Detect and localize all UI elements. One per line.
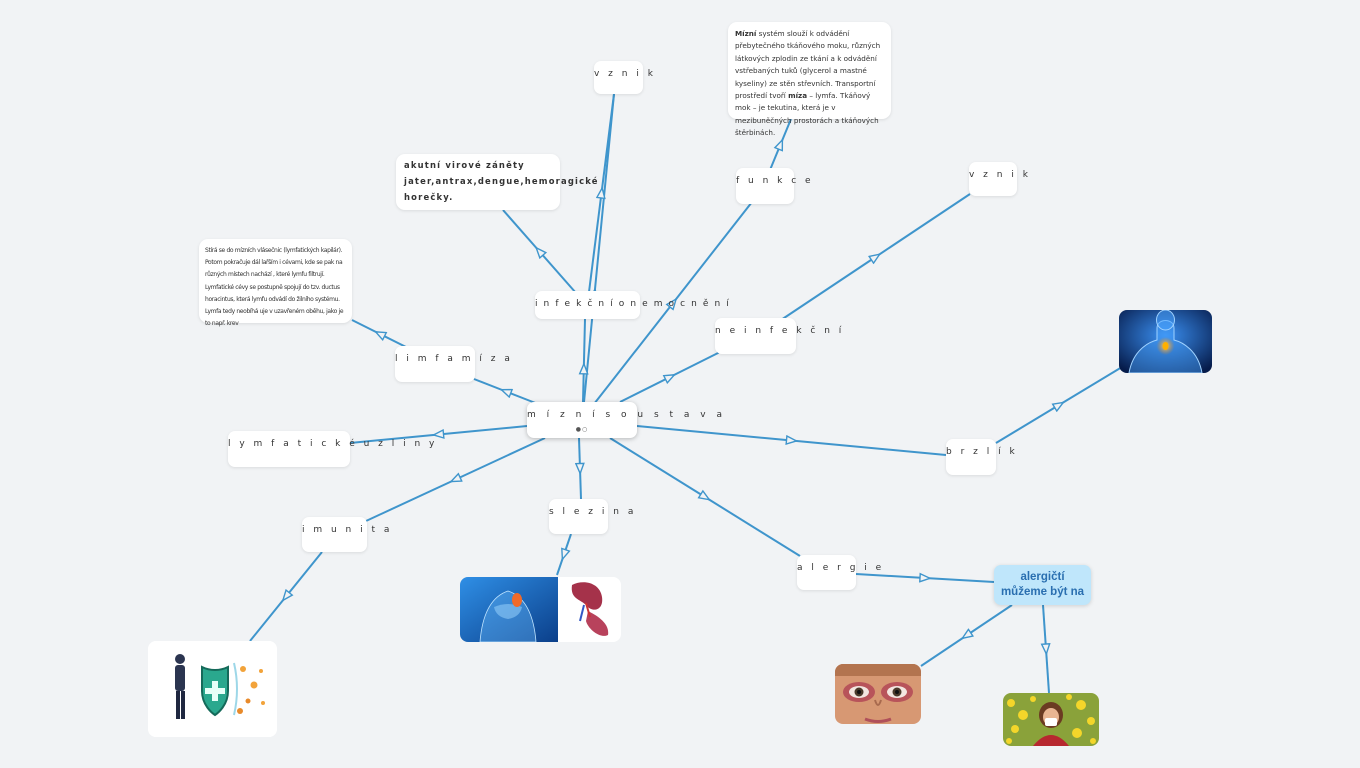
node-neinfekcni[interactable]: n e i n f e k č n í xyxy=(715,318,841,354)
man-with-shield-illustration[interactable] xyxy=(148,641,277,737)
edge-root-alergie xyxy=(609,437,801,557)
note-lymph-text-2: – lymfa. Tkáňový mok – je tekutina, kter… xyxy=(735,91,879,138)
edge-root-funkce xyxy=(593,201,753,405)
thymus-body-illustration[interactable] xyxy=(1119,310,1212,373)
note-acute-line-1: akutní virové záněty xyxy=(404,160,525,170)
edge-root-vznik xyxy=(583,93,615,403)
highlight-line-1: alergičtí xyxy=(1020,571,1065,583)
edge-highlight-eyes xyxy=(920,604,1013,667)
root-label: m í z n í s o u s t a v a xyxy=(527,410,726,420)
edge-funkce-note xyxy=(769,118,792,171)
node-alergie[interactable]: a l e r g i e xyxy=(797,555,881,590)
node-alergicti-muzeme-byt-na[interactable]: alergičtí můžeme být na xyxy=(994,565,1091,605)
edge-brzlik-thymus xyxy=(995,366,1123,444)
edge-imunita-shield xyxy=(249,551,323,642)
edge-slezina-spleen xyxy=(556,533,572,576)
edge-root-infekcni xyxy=(583,318,585,403)
node-imunita[interactable]: i m u n i t a xyxy=(302,517,389,552)
link-dots-icon: ●○ xyxy=(575,426,589,433)
woman-sneezing-field-photo[interactable] xyxy=(1003,693,1099,746)
note-lymph-system[interactable]: Mízní systém slouží k odvádění přebytečn… xyxy=(728,22,891,137)
node-vznik-noninfection[interactable]: v z n i k xyxy=(969,162,1028,196)
edge-root-brzlik xyxy=(636,425,947,456)
note-acute-diseases[interactable]: akutní virové záněty jater,antrax,dengue… xyxy=(396,154,599,210)
spleen-anatomy-illustration[interactable] xyxy=(460,577,621,642)
edge-limfamiza-note xyxy=(351,319,409,349)
red-eyes-allergy-photo[interactable] xyxy=(835,664,921,724)
edge-root-imunita xyxy=(365,437,546,522)
edge-root-neinfekcni xyxy=(619,351,721,403)
edge-infekcni-akutni xyxy=(502,209,577,294)
note-acute-line-2: jater,antrax,dengue,hemoragické xyxy=(404,176,599,186)
edge-root-slezina xyxy=(579,437,581,500)
node-slezina[interactable]: s l e z i n a xyxy=(549,499,633,534)
node-limfa-miza[interactable]: l i m f a m í z a xyxy=(395,346,510,382)
highlight-line-2: můžeme být na xyxy=(1000,586,1085,598)
node-vznik-infection[interactable]: v z n i k xyxy=(594,61,653,94)
note-lymph-flow[interactable]: Stírá se do mízních vlásečnic (lymfatick… xyxy=(199,239,352,327)
node-funkce[interactable]: f u n k c e xyxy=(736,168,811,204)
note-lymph-term: Mízní xyxy=(735,29,757,38)
note-acute-line-3: horečky. xyxy=(404,192,454,202)
edge-infekcni-vznik xyxy=(588,93,615,293)
node-infekcni-onemocneni[interactable]: i n f e k č n í o n e m o c n ě n í xyxy=(535,291,729,319)
edge-root-limfamiza xyxy=(473,378,539,405)
edge-root-lymfaticke xyxy=(349,425,528,444)
node-lymfaticke-uzliny[interactable]: l y m f a t i c k é u z l i n y xyxy=(228,431,434,467)
edge-neinfekcni-vznik xyxy=(780,193,971,321)
root-mizni-soustava[interactable]: m í z n í s o u s t a v a ●○ xyxy=(527,402,722,438)
node-brzlik[interactable]: b r z l í k xyxy=(946,439,1015,475)
edge-alergie-highlight xyxy=(855,574,995,583)
note-lymph-term-2: míza xyxy=(788,91,808,101)
note-lymph-text-1: systém slouží k odvádění přebytečného tk… xyxy=(735,29,881,101)
edge-highlight-pollen xyxy=(1043,604,1049,694)
